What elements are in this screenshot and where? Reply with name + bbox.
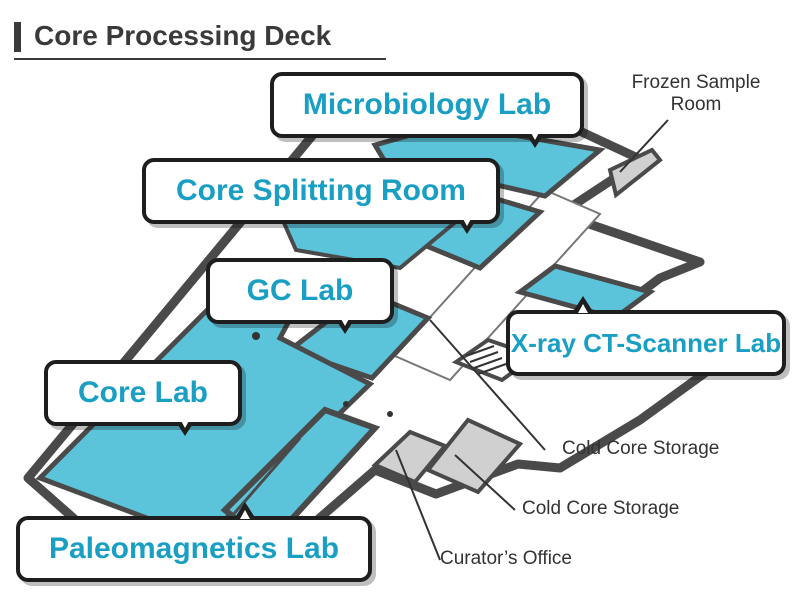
label-text: Core Splitting Room — [176, 174, 466, 207]
label-pointer — [176, 419, 194, 436]
callout-curators-office: Curator’s Office — [440, 548, 572, 569]
label-core-lab: Core Lab — [44, 360, 242, 426]
hallway — [393, 188, 602, 382]
callout-frozen-sample-room: Frozen Sample Room — [612, 72, 780, 116]
label-pointer — [574, 296, 592, 310]
label-pointer — [526, 131, 544, 148]
frozen-sample-room — [607, 147, 663, 199]
title-block: Core Processing Deck — [14, 18, 386, 60]
label-pointer — [236, 502, 254, 516]
marker-dot — [343, 401, 349, 407]
callout-line: Frozen Sample — [631, 72, 761, 93]
label-gc-lab: GC Lab — [206, 258, 394, 324]
label-text: X-ray CT-Scanner Lab — [510, 327, 782, 358]
marker-dot — [387, 411, 393, 417]
label-xray-ct-scanner-lab: X-ray CT-Scanner Lab — [506, 310, 786, 376]
label-pointer — [336, 317, 354, 334]
label-text: Microbiology Lab — [302, 88, 552, 121]
callout-cold-core-storage-1: Cold Core Storage — [562, 438, 720, 459]
title-accent-bar — [14, 22, 21, 52]
label-pointer — [458, 217, 476, 234]
label-text: GC Lab — [246, 274, 354, 307]
stairs — [465, 345, 507, 375]
label-text: Paleomagnetics Lab — [48, 532, 340, 565]
marker-dot — [252, 332, 260, 340]
title-underline — [14, 58, 386, 60]
cold-core-storage-room-a — [424, 417, 524, 495]
label-text: Core Lab — [77, 376, 209, 409]
callout-cold-core-storage-2: Cold Core Storage — [522, 498, 680, 519]
label-paleomagnetics-lab: Paleomagnetics Lab — [16, 516, 372, 582]
callout-line: Room — [670, 94, 722, 115]
label-microbiology-lab: Microbiology Lab — [270, 72, 584, 138]
page-title: Core Processing Deck — [34, 20, 332, 51]
label-core-splitting-room: Core Splitting Room — [142, 158, 500, 224]
leader-lines — [395, 119, 669, 561]
